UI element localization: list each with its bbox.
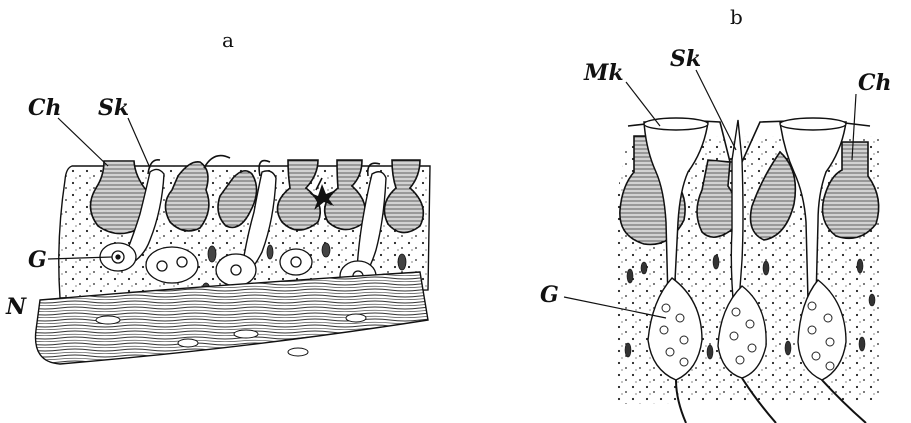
panel-a: a	[5, 28, 430, 364]
panel-b-label-sk: Sk	[670, 46, 701, 72]
panel-b-label-ch: Ch	[858, 70, 892, 96]
panel-b-label-g: G	[540, 282, 559, 308]
panel-b: b	[540, 5, 892, 423]
panel-a-label-sk: Sk	[98, 95, 129, 121]
panel-b-title: b	[730, 5, 743, 29]
panel-b-label-mk: Mk	[583, 60, 624, 86]
panel-a-label-ch: Ch	[28, 95, 62, 121]
panel-a-title: a	[222, 28, 234, 52]
panel-a-label-n: N	[5, 294, 27, 320]
panel-b-mucous-mouths	[644, 118, 846, 130]
panel-a-label-g: G	[28, 247, 47, 273]
